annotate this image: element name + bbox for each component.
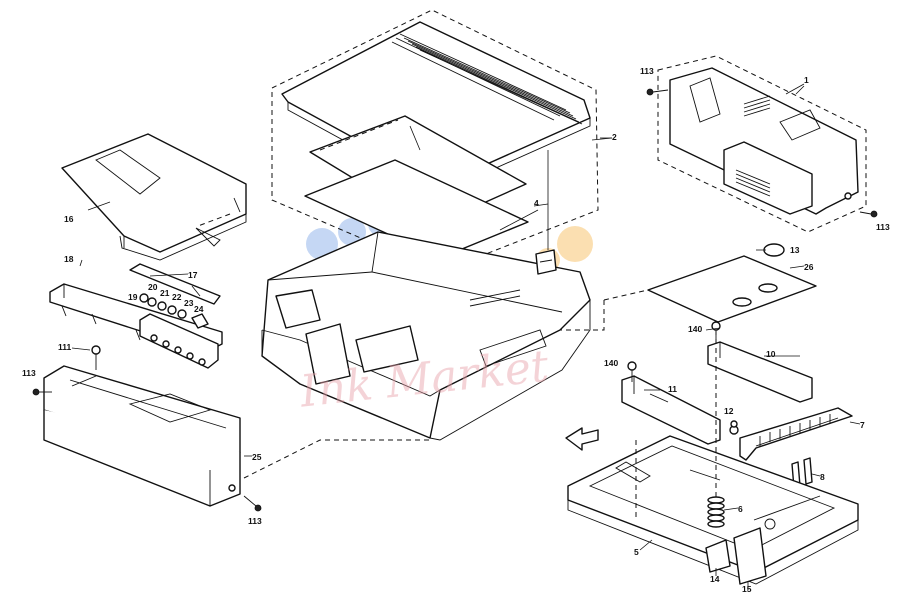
callout-4: 4 <box>534 198 539 208</box>
part-2-top-cover-group <box>271 9 612 273</box>
callout-17: 17 <box>188 270 198 280</box>
callout-26: 26 <box>804 262 814 272</box>
cover-ribs <box>391 33 583 125</box>
part-25-front-cover <box>43 365 241 507</box>
callout-113-top: 113 <box>640 66 654 76</box>
callout-113-left: 113 <box>22 368 36 378</box>
callout-14: 14 <box>710 574 720 584</box>
roller-teeth <box>759 414 831 446</box>
part-6-spring <box>707 496 725 528</box>
part-17-button-strip <box>129 263 221 305</box>
screw-113-bottom <box>243 495 262 512</box>
callout-20: 20 <box>148 282 158 292</box>
callout-24: 24 <box>194 304 204 314</box>
callout-13: 13 <box>790 245 800 255</box>
callout-113-bottom: 113 <box>248 516 262 526</box>
callout-15: 15 <box>742 584 752 592</box>
frame-vent <box>743 95 771 117</box>
callout-140-a: 140 <box>688 324 702 334</box>
frame-vent-2 <box>735 169 771 197</box>
screw-12 <box>730 420 738 428</box>
leader-lines <box>71 83 861 590</box>
part-26-bottom-plate <box>560 243 817 331</box>
part-7-roller-bar <box>729 407 853 461</box>
callout-25: 25 <box>252 452 262 462</box>
callout-113-right: 113 <box>876 222 890 232</box>
callout-6: 6 <box>738 504 743 514</box>
screw-111 <box>91 345 101 370</box>
printer-main-body <box>261 150 591 441</box>
part-16-paper-guide <box>61 133 247 261</box>
part-14-foot <box>705 539 731 573</box>
callout-19: 19 <box>128 292 138 302</box>
callout-140-b: 140 <box>604 358 618 368</box>
screw-113-left <box>32 388 52 396</box>
screw-140-b <box>627 361 637 382</box>
callout-5: 5 <box>634 547 639 557</box>
callout-22: 22 <box>172 292 182 302</box>
callout-16: 16 <box>64 214 74 224</box>
callout-labels: 1 2 4 5 6 7 8 10 11 12 13 14 15 16 17 18… <box>22 66 890 592</box>
callout-10: 10 <box>766 349 776 359</box>
callout-8: 8 <box>820 472 825 482</box>
callout-11: 11 <box>668 384 677 394</box>
part-10-bracket <box>707 341 813 403</box>
screw-113-right-edge <box>859 210 878 218</box>
callout-18: 18 <box>64 254 74 264</box>
parts-19-24-buttons <box>139 293 209 329</box>
callout-23: 23 <box>184 298 194 308</box>
callout-21: 21 <box>160 288 170 298</box>
part-11-bracket <box>621 375 721 445</box>
callout-2: 2 <box>612 132 617 142</box>
screw-113-top-right <box>646 88 669 96</box>
part-1-rear-frame-group <box>657 55 867 233</box>
screw-icons <box>32 88 878 512</box>
assembly-lines <box>197 213 717 479</box>
callout-1: 1 <box>804 75 809 85</box>
button-holder-panel <box>139 313 219 369</box>
callout-111: 111 <box>58 342 72 352</box>
direction-arrow-icon <box>565 427 599 451</box>
callout-12: 12 <box>724 406 734 416</box>
callout-7: 7 <box>860 420 865 430</box>
part-15-foot <box>733 527 767 585</box>
